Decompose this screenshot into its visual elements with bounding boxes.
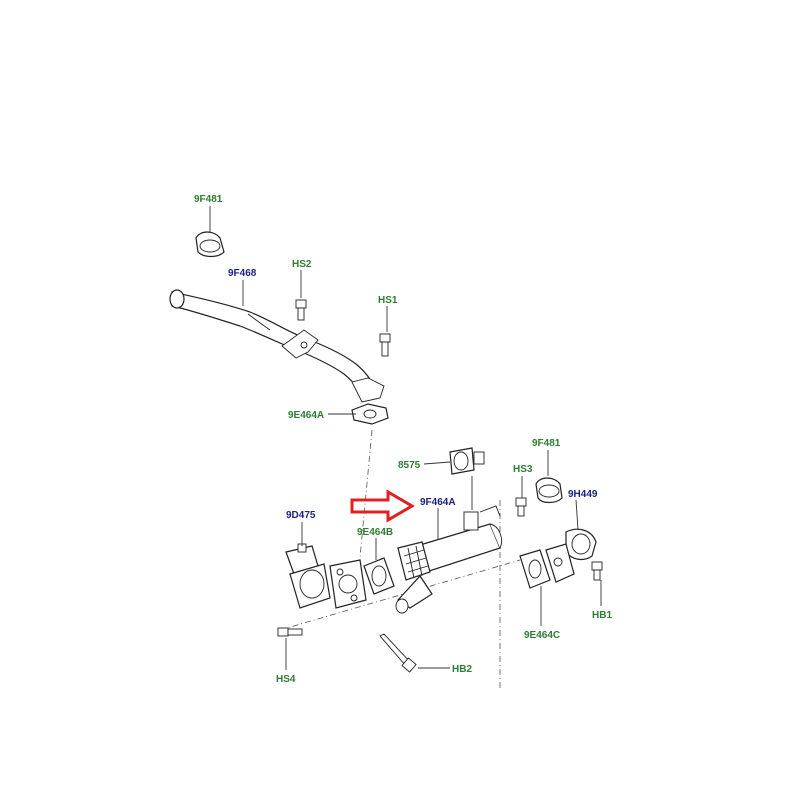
valve-8575[interactable] [449,447,485,475]
egr-pipe-upper[interactable] [169,289,385,403]
egr-valve-9d475[interactable] [285,543,367,609]
label-9e464c: 9E464C [524,630,560,641]
label-8575: 8575 [398,460,421,471]
bolt-hs4[interactable] [277,627,303,637]
bolt-hb2[interactable] [379,633,417,673]
cooler-grid [403,545,429,579]
axis-line-vertical [355,429,373,601]
gasket-9e464a[interactable] [351,403,389,425]
gasket-9e464c[interactable] [519,549,551,589]
axis-line-lower [279,559,521,631]
label-9f481-right: 9F481 [532,438,561,449]
bolt-hb1[interactable] [591,561,603,581]
label-9h449: 9H449 [568,489,598,500]
label-hs2: HS2 [292,259,312,270]
label-hb2: HB2 [452,664,472,675]
label-hs4: HS4 [276,674,296,685]
label-hb1: HB1 [592,610,612,621]
hose-clamp-9f481-top[interactable] [195,231,225,258]
label-9d475: 9D475 [286,510,316,521]
connector-pipe-9h449[interactable] [545,528,597,583]
egr-cooler-9f464a[interactable] [395,505,502,614]
leader-lines [209,206,602,670]
bolt-hs1[interactable] [379,333,391,357]
gasket-9e464b[interactable] [363,557,395,595]
label-9f468: 9F468 [228,268,257,279]
label-hs3: HS3 [513,464,533,475]
label-9f464a: 9F464A [420,497,456,508]
hose-clamp-9f481-right[interactable] [535,477,563,504]
bolt-hs3[interactable] [515,497,527,517]
highlight-arrow [350,489,415,523]
label-9e464b: 9E464B [357,527,393,538]
label-hs1: HS1 [378,295,398,306]
bolt-hs2[interactable] [295,299,307,321]
label-9f481-top: 9F481 [194,194,223,205]
label-9e464a: 9E464A [288,410,324,421]
